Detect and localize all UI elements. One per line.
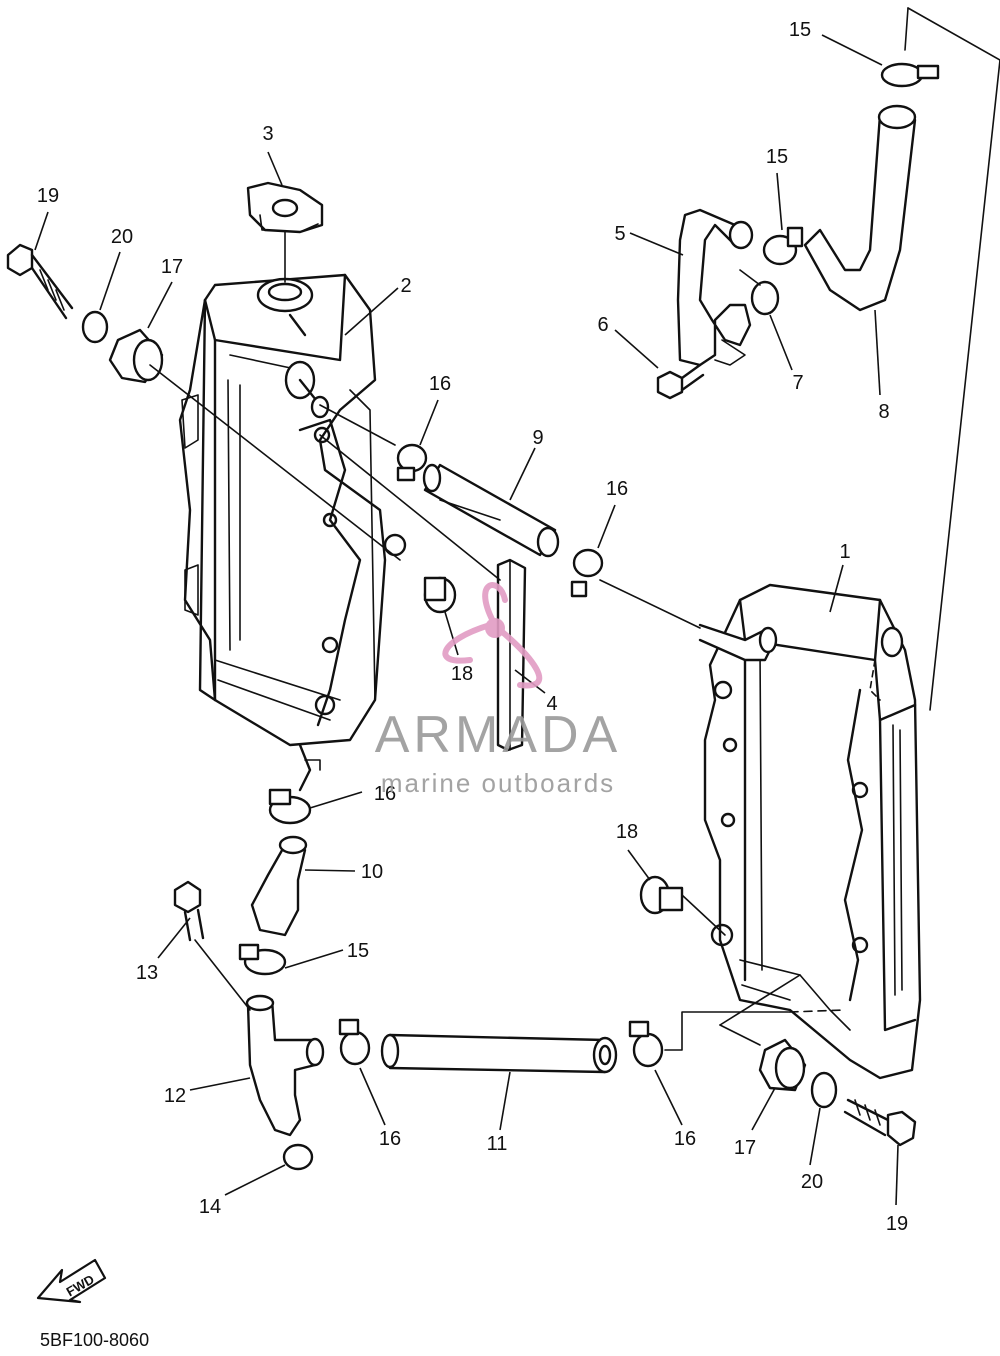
callout-15-top: 15 (789, 19, 811, 41)
callout-labels: 15 3 15 19 20 17 2 5 6 7 8 16 9 16 1 18 … (37, 19, 908, 1235)
strip-part-4 (496, 558, 527, 752)
line-drawing (6, 7, 1000, 1171)
fasteners (6, 243, 917, 1171)
clamp-16-c (268, 788, 312, 825)
clamp-15-mid (762, 226, 804, 266)
clamp-16-d (338, 1018, 371, 1066)
joint-part-12 (245, 994, 325, 1137)
clamp-15-low (238, 943, 287, 976)
callout-9: 9 (532, 427, 543, 449)
callout-17-right: 17 (734, 1137, 756, 1159)
radiator-left-part-2 (178, 273, 407, 792)
oring-7 (750, 280, 780, 316)
leader-lines (34, 34, 899, 1206)
callout-20-left: 20 (111, 226, 133, 248)
callout-16-b: 16 (606, 478, 628, 500)
callout-17-left: 17 (161, 256, 183, 278)
radiator-cap-part-3 (246, 181, 324, 283)
callout-8: 8 (878, 401, 889, 423)
watermark-brand: ARMADA (375, 706, 621, 764)
bolt-13 (173, 880, 205, 942)
callout-20-right: 20 (801, 1171, 823, 1193)
callout-7: 7 (792, 372, 803, 394)
callout-12: 12 (164, 1085, 186, 1107)
callout-16-c: 16 (374, 783, 396, 805)
clamp-16-a (396, 443, 428, 482)
collar-17-left (108, 328, 164, 384)
bolt-19-left (6, 243, 74, 320)
callout-11: 11 (487, 1133, 508, 1155)
hose-part-8 (803, 104, 917, 312)
bolt-6 (656, 363, 705, 400)
callout-16-e: 16 (674, 1128, 696, 1150)
hose-part-10 (250, 835, 308, 937)
callout-15-low: 15 (347, 940, 369, 962)
grommet-18-right (639, 875, 684, 915)
callout-5: 5 (614, 223, 625, 245)
hose-part-9 (422, 463, 560, 558)
callout-18-right: 18 (616, 821, 638, 843)
clamp-16-b (570, 548, 604, 598)
washer-20-left (81, 310, 109, 344)
callout-3: 3 (262, 123, 273, 145)
callout-6: 6 (597, 314, 608, 336)
callout-16-d: 16 (379, 1128, 401, 1150)
clamp-15-top (880, 62, 940, 88)
callout-19-right: 19 (886, 1213, 908, 1235)
oring-14 (282, 1143, 314, 1171)
callout-2: 2 (400, 275, 411, 297)
callout-18-left: 18 (451, 663, 473, 685)
watermark-tagline: marine outboards (381, 768, 615, 798)
propeller-logo-icon (442, 582, 543, 689)
fwd-arrow: FWD (36, 1258, 107, 1304)
callout-4: 4 (546, 693, 557, 715)
callout-19-left: 19 (37, 185, 59, 207)
clamps (238, 62, 940, 1068)
callout-16-a: 16 (429, 373, 451, 395)
clamp-16-e (628, 1020, 664, 1068)
grommet-18-left (423, 576, 457, 614)
callout-13: 13 (136, 962, 158, 984)
callout-10: 10 (361, 861, 383, 883)
watermark: ARMADA marine outboards (375, 582, 621, 798)
washer-20-right (810, 1071, 838, 1109)
bolt-19-right (843, 1098, 917, 1147)
callout-15-mid: 15 (766, 146, 788, 168)
hose-part-5 (676, 208, 754, 367)
collar-17-right (758, 1038, 807, 1092)
radiator-right-part-1 (698, 583, 922, 1080)
callout-1: 1 (839, 541, 850, 563)
hose-part-11 (380, 1033, 618, 1074)
diagram-code: 5BF100-8060 (40, 1330, 149, 1350)
assembly-lines (149, 7, 1000, 1051)
callout-14: 14 (199, 1196, 221, 1218)
